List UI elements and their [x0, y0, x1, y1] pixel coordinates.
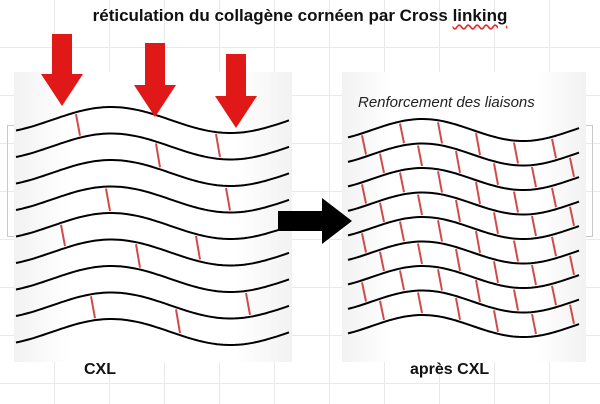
crosslink-bond — [215, 133, 221, 158]
crosslink-bond — [513, 191, 519, 213]
crosslink-bond — [437, 122, 443, 144]
crosslink-bond — [379, 251, 385, 272]
crosslink-bond — [105, 188, 111, 212]
crosslink-bond — [475, 181, 481, 205]
crosslink-bond — [399, 123, 405, 144]
collagen-fiber — [15, 318, 290, 346]
crosslink-bond — [195, 235, 201, 260]
crosslink-bond — [437, 269, 443, 291]
collagen-fiber — [347, 216, 580, 240]
collagen-fiber — [347, 265, 580, 289]
crosslink-bond — [90, 296, 96, 319]
left-frame-bracket — [7, 125, 14, 237]
crosslink-bond — [569, 206, 575, 227]
crosslink-bond — [135, 244, 141, 268]
panel-before-cxl — [14, 72, 292, 362]
crosslink-bond — [531, 313, 537, 335]
collagen-fiber — [347, 191, 580, 216]
crosslink-bond — [75, 114, 81, 136]
collagen-fiber — [15, 159, 290, 187]
collagen-fiber — [15, 132, 290, 161]
title-text: réticulation du collagène cornéen par Cr… — [92, 6, 453, 25]
fibers-before — [15, 106, 290, 346]
crosslink-bond — [493, 310, 499, 332]
collagen-fiber — [15, 265, 290, 293]
crosslink-bond — [399, 270, 405, 291]
crosslink-bond — [475, 279, 481, 303]
crosslink-bond — [437, 220, 443, 242]
crosslink-bond — [417, 194, 423, 216]
collagen-fiber — [347, 167, 580, 191]
crosslink-bond — [475, 132, 481, 156]
crosslink-bond — [531, 166, 537, 188]
crosslink-bond — [361, 233, 367, 253]
pressure-arrow-icon — [134, 43, 176, 117]
crosslink-bond — [551, 138, 557, 159]
crosslink-bond — [531, 264, 537, 286]
crosslink-bond — [455, 248, 461, 271]
crosslink-bond — [155, 143, 161, 168]
crosslink-bond — [475, 230, 481, 254]
crosslink-bond — [245, 292, 251, 315]
crosslink-bond — [569, 157, 575, 178]
crosslink-bond — [437, 171, 443, 193]
crosslink-bond — [531, 215, 537, 237]
collagen-fiber — [347, 314, 580, 338]
collagen-fiber — [15, 291, 290, 320]
crosslinks-after — [361, 122, 575, 335]
crosslink-bond — [379, 202, 385, 223]
crosslink-bond — [569, 255, 575, 276]
collagen-fiber — [15, 106, 290, 134]
crosslink-bond — [379, 153, 385, 174]
crosslink-bond — [493, 261, 499, 283]
collagen-fiber — [347, 118, 580, 142]
crosslink-bond — [361, 135, 367, 155]
crosslink-bond — [513, 240, 519, 262]
crosslink-bond — [417, 243, 423, 265]
collagen-fiber — [347, 289, 580, 314]
crosslink-bond — [399, 172, 405, 193]
collagen-fiber — [15, 238, 290, 267]
reinforcement-subtitle: Renforcement des liaisons — [358, 94, 535, 111]
crosslink-bond — [379, 300, 385, 321]
collagen-fiber — [15, 212, 290, 240]
crosslink-bond — [513, 289, 519, 311]
crosslink-bond — [551, 236, 557, 257]
diagram-title: réticulation du collagène cornéen par Cr… — [0, 6, 600, 26]
crosslink-bond — [175, 309, 181, 334]
crosslink-bond — [551, 187, 557, 208]
crosslink-bond — [493, 163, 499, 185]
collagen-fiber — [347, 240, 580, 265]
crosslink-bond — [60, 224, 66, 247]
collagen-fiber — [347, 142, 580, 167]
crosslink-bond — [455, 297, 461, 320]
crosslink-bond — [493, 212, 499, 234]
title-underlined-word: linking — [452, 6, 508, 25]
transition-arrow-icon — [278, 198, 352, 244]
crosslink-bond — [417, 292, 423, 314]
crosslink-bond — [513, 142, 519, 164]
crosslink-bond — [361, 282, 367, 302]
crosslink-bond — [225, 187, 231, 211]
crosslink-bond — [455, 199, 461, 222]
crosslink-bond — [417, 145, 423, 167]
collagen-fiber — [15, 185, 290, 214]
crosslink-bond — [551, 285, 557, 306]
right-frame-bracket — [586, 125, 593, 237]
crosslink-bond — [455, 150, 461, 173]
label-after: après CXL — [410, 361, 490, 378]
crosslink-bond — [361, 184, 367, 204]
label-before: CXL — [84, 361, 116, 378]
crosslink-bond — [399, 221, 405, 242]
pressure-arrow-icon — [215, 54, 257, 128]
fibers-after — [347, 118, 580, 338]
crosslinks-before — [60, 114, 251, 334]
pressure-arrow-icon — [41, 34, 83, 106]
crosslink-bond — [569, 304, 575, 325]
